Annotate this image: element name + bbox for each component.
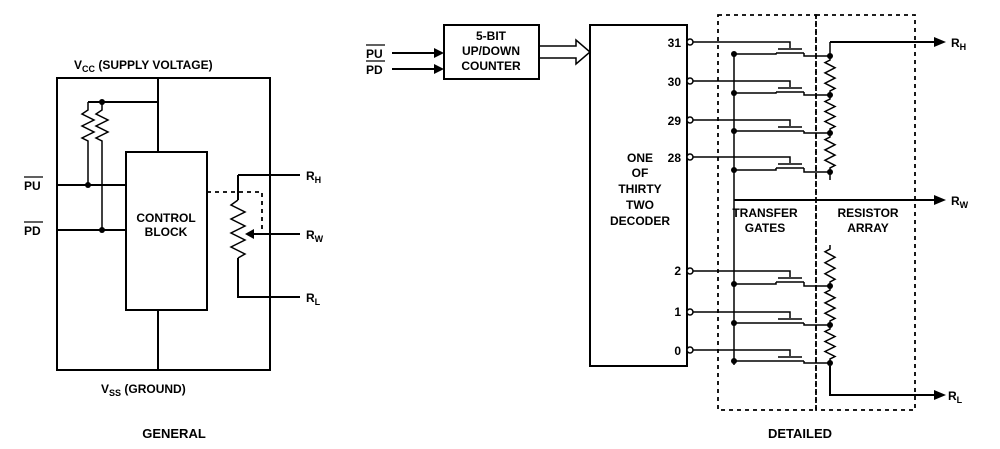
decoder-output-pin (686, 153, 694, 161)
control-block (125, 151, 208, 311)
decoder-label-line3: THIRTY (618, 182, 661, 196)
decoder-label-line5: DECODER (610, 214, 670, 228)
detailed-rl-label: RL (948, 389, 963, 405)
output-label-31: 31 (668, 36, 682, 50)
decoder-output-pin (686, 308, 694, 316)
detailed-diagram: PU PD 5-BIT UP/DOWN COUNTER ONE OF THIRT… (366, 14, 969, 441)
output-label-30: 30 (668, 75, 682, 89)
decoder-output-pin (686, 267, 694, 275)
vcc-label: VCC (SUPPLY VOLTAGE) (74, 58, 213, 74)
general-diagram: VCC (SUPPLY VOLTAGE) VSS (GROUND) PU PD … (24, 58, 324, 441)
vss-label: VSS (GROUND) (101, 382, 186, 398)
detailed-caption: DETAILED (768, 426, 832, 441)
pu-pin-label: PU (24, 179, 41, 193)
counter-label-line2: UP/DOWN (462, 44, 520, 58)
detailed-rw-label: RW (951, 194, 969, 210)
transfer-gates-label-line2: GATES (745, 221, 785, 235)
decoder-output-pin (686, 38, 694, 46)
pullup-resistor-pd (94, 102, 110, 230)
rh-pin-label: RH (306, 169, 321, 185)
decoder-label-line1: ONE (627, 151, 653, 165)
ladder-resistor (823, 286, 837, 325)
rw-pin-label: RW (306, 228, 324, 244)
pullup-resistor-pu (80, 102, 96, 185)
ladder-resistor (823, 325, 837, 363)
general-package-outline (56, 77, 271, 371)
pd-pin-label: PD (24, 224, 41, 238)
detailed-rh-label: RH (951, 36, 966, 52)
decoder-label-line4: TWO (626, 198, 654, 212)
ladder-resistor (823, 95, 837, 133)
rl-pin-label: RL (306, 291, 321, 307)
resistor-array-label-line1: RESISTOR (837, 206, 898, 220)
decoder-output-pin (686, 77, 694, 85)
transfer-gate-network (686, 38, 837, 366)
decoder-output-pin (686, 346, 694, 354)
decoder-label-line2: OF (632, 166, 649, 180)
output-label-0: 0 (674, 344, 681, 358)
wiper-arrow (245, 229, 254, 239)
resistor-array-label-line2: ARRAY (847, 221, 889, 235)
counter-to-decoder-bus (538, 38, 592, 66)
decoder-block (589, 24, 688, 367)
output-label-2: 2 (674, 264, 681, 278)
output-label-1: 1 (674, 305, 681, 319)
general-caption: GENERAL (142, 426, 206, 441)
output-label-29: 29 (668, 114, 682, 128)
ladder-resistor (823, 245, 837, 286)
detailed-pu-label: PU (366, 47, 383, 61)
control-block-label-line1: CONTROL (136, 211, 195, 225)
ladder-resistor (823, 56, 837, 95)
decoder-output-pin (686, 116, 694, 124)
counter-label-line1: 5-BIT (476, 29, 507, 43)
counter-label-line3: COUNTER (461, 59, 521, 73)
control-block-label-line2: BLOCK (145, 225, 188, 239)
potentiometer-resistor (229, 199, 247, 259)
wiper-control-link (207, 191, 263, 232)
detailed-pd-label: PD (366, 63, 383, 77)
transfer-gates-region (717, 14, 817, 411)
resistor-array-region (815, 14, 916, 411)
output-label-28: 28 (668, 151, 682, 165)
transfer-gates-label-line1: TRANSFER (732, 206, 798, 220)
ladder-resistor (823, 133, 837, 172)
